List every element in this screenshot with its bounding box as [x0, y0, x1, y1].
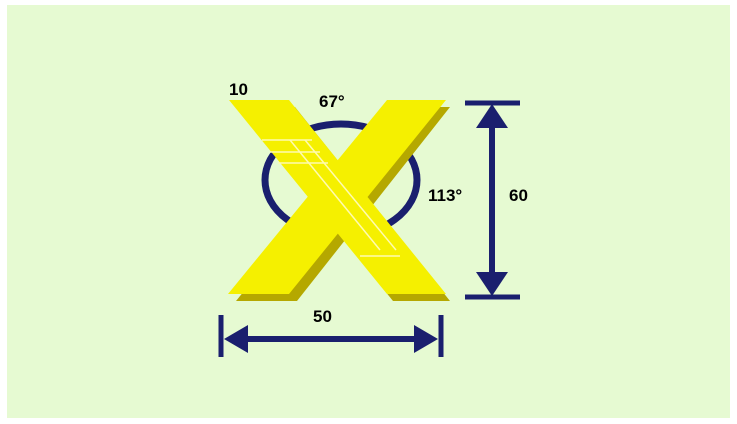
- width-label: 50: [313, 307, 332, 326]
- x-highlight-lines: [262, 139, 400, 257]
- thickness-label: 10: [229, 80, 248, 99]
- height-label: 60: [509, 186, 528, 205]
- height-dimension: [465, 100, 520, 300]
- obtuse-angle-label: 113°: [428, 186, 462, 205]
- width-dimension: [218, 315, 444, 357]
- acute-angle-label: 67°: [319, 92, 345, 111]
